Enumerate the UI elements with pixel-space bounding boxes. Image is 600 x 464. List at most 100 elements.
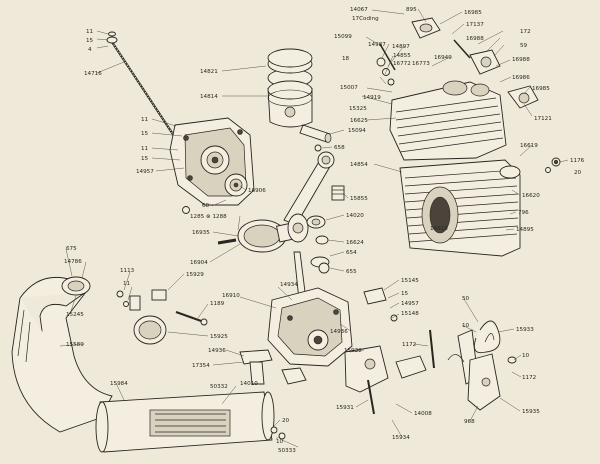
label-18: 18 (342, 56, 350, 62)
label-60: 60 (202, 203, 210, 209)
label-14814: 14814 (200, 94, 218, 100)
label-17354: 17354 (192, 363, 210, 369)
piston-part (267, 48, 313, 128)
label-20-b: 20 (282, 418, 290, 424)
label-14957: 14957 (136, 169, 154, 175)
label-15934: 15934 (392, 435, 410, 441)
label-16985: 16985 (464, 10, 482, 16)
crankcase-right-part (267, 287, 353, 367)
label-15: 15 (86, 38, 94, 44)
silencer-part (95, 391, 278, 453)
label-655: 655 (346, 269, 357, 275)
label-14067: 14067 (350, 7, 368, 13)
label-15932: 15932 (344, 348, 362, 354)
exhaust-pipe-part (11, 276, 113, 433)
label-50333: 50333 (278, 448, 296, 454)
label-14716: 14716 (84, 71, 102, 77)
label-14934: 14934 (280, 282, 298, 288)
label-1176: 1176 (570, 158, 585, 164)
label-16620: 16620 (522, 193, 540, 199)
label-20: 20 (574, 170, 582, 176)
label-14919: 14919 (363, 95, 381, 101)
label-654: 654 (346, 250, 357, 256)
label-15-c: 15 (141, 156, 149, 162)
label-968: 968 (464, 419, 475, 425)
label-15094: 15094 (348, 128, 366, 134)
label-15325: 15325 (349, 106, 367, 112)
label-1189: 1189 (210, 301, 225, 307)
label-15931: 15931 (336, 405, 354, 411)
label-15984: 15984 (110, 381, 128, 387)
label-11-b: 11 (141, 117, 149, 123)
label-11: 11 (86, 29, 94, 35)
label-16625: 16625 (350, 118, 368, 124)
label-14008: 14008 (414, 411, 432, 417)
label-15589: 15589 (66, 342, 84, 348)
label-15145: 15145 (401, 278, 419, 284)
bushing-part (306, 215, 330, 274)
label-14854: 14854 (350, 162, 368, 168)
label-16904: 16904 (190, 260, 208, 266)
label-14010: 14010 (240, 381, 258, 387)
label-14987: 14987 (368, 42, 386, 48)
leader-lines (59, 8, 569, 448)
label-14936: 14936 (330, 329, 348, 335)
label-16773: 16773 (412, 61, 430, 67)
label-16619: 16619 (520, 143, 538, 149)
label-16618: 16618 (430, 226, 448, 232)
label-15-d: 15 (401, 291, 409, 297)
label-15855: 15855 (350, 196, 368, 202)
label-16935: 16935 (192, 230, 210, 236)
label-15007: 15007 (340, 85, 358, 91)
label-59: 59 (520, 43, 528, 49)
label-11-d: 11 (123, 281, 131, 287)
label-15-b: 15 (141, 131, 149, 137)
label-16985-b: 16985 (532, 86, 550, 92)
label-15925: 15925 (210, 334, 228, 340)
label-15935: 15935 (522, 409, 540, 415)
return-spring-part (447, 320, 517, 411)
bearing-part (224, 173, 248, 197)
label-16910: 16910 (222, 293, 240, 299)
label-1113: 1113 (120, 268, 135, 274)
cylinder-barrel-part (399, 159, 521, 257)
label-1172: 1172 (402, 342, 416, 348)
label-16949: 16949 (434, 55, 452, 61)
label-14821: 14821 (200, 69, 218, 75)
label-15099: 15099 (334, 34, 352, 40)
label-10: 10 (462, 323, 470, 329)
label-50332: 50332 (210, 384, 228, 390)
label-11-c: 11 (141, 146, 149, 152)
label-ring: 17Coding (352, 16, 379, 22)
label-17137: 17137 (466, 22, 484, 28)
label-16624: 16624 (346, 240, 364, 246)
label-16986: 16986 (512, 75, 530, 81)
label-15148: 15148 (401, 311, 419, 317)
label-16988-b: 16988 (512, 57, 530, 63)
fasteners-part (116, 144, 561, 440)
label-14855: 14855 (393, 53, 411, 59)
label-1172-b: 1172 (522, 375, 536, 381)
label-16906: 16906 (248, 188, 266, 194)
label-895: 895 (406, 7, 417, 13)
wrist-pin-part (299, 124, 332, 143)
gear-linkage-part (239, 287, 435, 415)
label-4: 4 (88, 47, 92, 53)
needle-bearing-part (331, 185, 345, 201)
label-50: 50 (462, 296, 470, 302)
label-15933: 15933 (516, 327, 534, 333)
cylinder-head-part (389, 80, 507, 161)
label-16988: 16988 (466, 36, 484, 42)
label-14897: 14897 (392, 44, 410, 50)
label-17121: 17121 (534, 116, 552, 122)
label-10-b: 10 (522, 353, 530, 359)
label-10-c: 10 (276, 439, 284, 445)
label-14020: 14020 (346, 213, 364, 219)
valve-rocker-part (376, 17, 539, 109)
label-172: 172 (520, 29, 531, 35)
label-16772: 16772 (393, 61, 411, 67)
label-1285-1288: 1285 ⊗ 1288 (190, 214, 227, 220)
part-number-labels: 14067 895 16985 17Coding 15099 17137 172… (64, 7, 585, 454)
